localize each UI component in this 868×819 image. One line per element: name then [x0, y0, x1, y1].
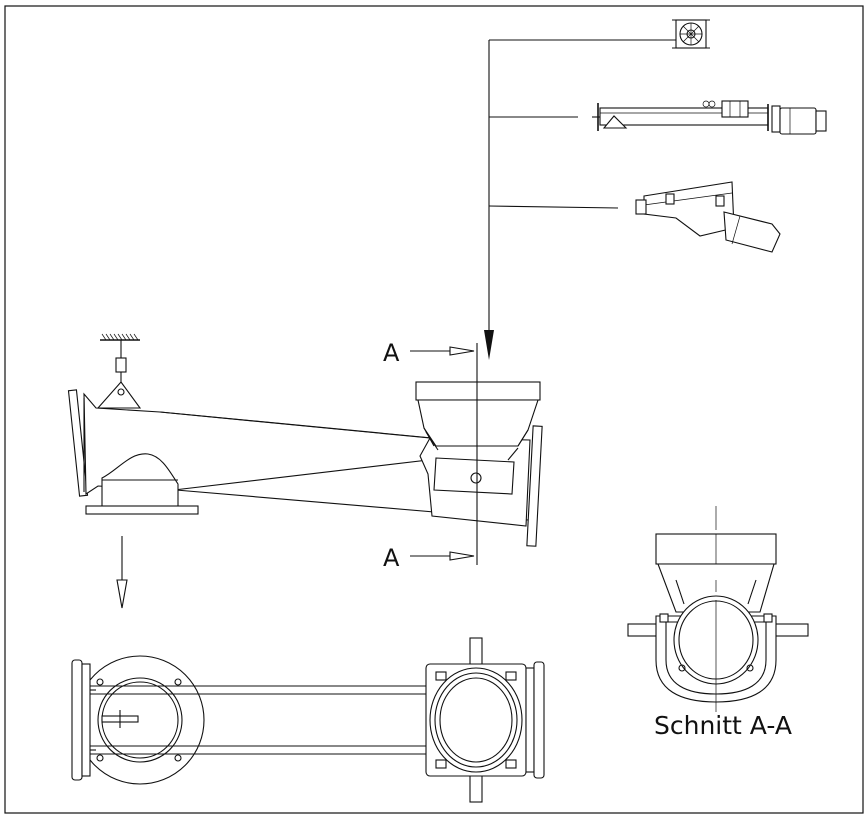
feed-connector-lines: [484, 39, 676, 360]
section-line-a-a: [410, 343, 478, 565]
section-title: Schnitt A-A: [654, 711, 792, 740]
main-pipe-side-view: [67, 389, 543, 547]
plan-view: [71, 637, 545, 803]
drawing-frame: [4, 5, 864, 814]
screw-conveyor-icon: [592, 100, 827, 135]
view-direction-arrow: [116, 536, 128, 609]
ceiling-hanger-icon: [96, 333, 142, 409]
vibrating-feeder-icon: [635, 181, 781, 253]
section-label-a-bottom: A: [383, 544, 400, 572]
section-label-a-top: A: [383, 339, 400, 367]
inlet-hopper: [415, 381, 541, 495]
section-a-a-view: [627, 506, 809, 712]
rotary-valve-icon: [672, 19, 710, 49]
feed-arrow-head: [484, 330, 494, 360]
